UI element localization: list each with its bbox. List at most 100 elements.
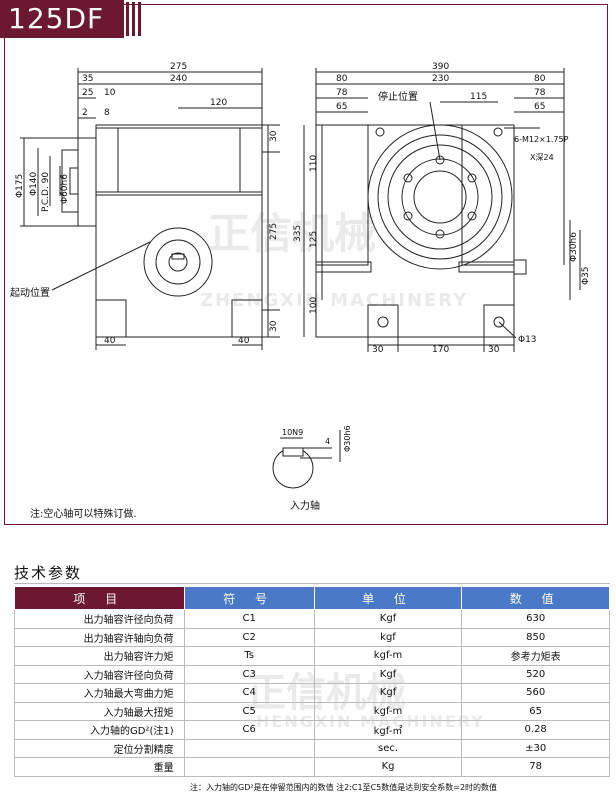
cell-unit: Kgf	[313, 683, 463, 703]
dim-30-top-right: 30	[269, 130, 279, 142]
cell-item: 入力轴的GD²(注1)	[14, 720, 185, 740]
dim-275-top: 275	[170, 62, 187, 72]
dim-8: 8	[104, 108, 110, 118]
dim-30-bottom-right: 30	[488, 345, 500, 355]
header-value: 数 值	[461, 586, 610, 610]
cell-value: 630	[461, 609, 610, 629]
dim-40-right: 40	[238, 336, 250, 346]
dim-65-left: 65	[336, 102, 347, 112]
model-title: 125DF	[0, 0, 124, 38]
start-position-label: 起动位置	[10, 286, 50, 299]
cell-item: 出力轴容许径向负荷	[14, 609, 185, 629]
dim-phi175: Φ175	[15, 174, 25, 198]
shaft-diameter: Φ30h6	[343, 425, 352, 452]
dim-phi35: Φ35	[581, 266, 591, 285]
cell-unit: kgf-㎡	[313, 720, 463, 740]
header-symbol: 符 号	[183, 586, 315, 610]
cell-symbol: C3	[183, 664, 315, 684]
cell-unit: Kgf	[313, 664, 463, 684]
cell-unit: kgf	[313, 627, 463, 647]
shaft-depth: 4	[325, 437, 330, 446]
dim-2: 2	[82, 108, 88, 118]
dim-390: 390	[432, 62, 449, 72]
shaft-caption: 入力轴	[290, 501, 320, 512]
thread-note-1: 6-M12×1.75P	[514, 135, 569, 144]
thread-note-2: X深24	[530, 153, 554, 162]
dim-110: 110	[309, 155, 319, 172]
cell-item: 定位分割精度	[14, 738, 185, 758]
dim-35: 35	[82, 74, 93, 84]
dim-240: 240	[170, 74, 187, 84]
cell-value: ±30	[461, 738, 610, 758]
specs-divider	[14, 583, 610, 584]
shaft-keyway: 10N9	[282, 428, 303, 437]
dim-78-left: 78	[336, 88, 348, 98]
watermark-cn: 正信机械	[208, 209, 377, 258]
header-unit: 单 位	[313, 586, 463, 610]
cell-item: 出力轴容许轴向负荷	[14, 627, 185, 647]
cell-value: 参考力矩表	[461, 646, 610, 666]
cell-value: 560	[461, 683, 610, 703]
dim-80-left: 80	[336, 74, 348, 84]
cell-unit: kgf-m	[313, 646, 463, 666]
stop-position-label: 停止位置	[378, 90, 418, 103]
dim-275-right: 275	[269, 223, 279, 240]
cell-symbol: C2	[183, 627, 315, 647]
dim-10: 10	[104, 88, 116, 98]
drawing-frame	[4, 4, 608, 525]
cell-symbol: C6	[183, 720, 315, 740]
dim-125: 125	[309, 231, 319, 248]
dim-170: 170	[432, 345, 449, 355]
cell-symbol	[183, 757, 315, 777]
cell-symbol: Ts	[183, 646, 315, 666]
cell-unit: Kg	[313, 757, 463, 777]
cell-value: 65	[461, 701, 610, 721]
cell-item: 入力轴最大扭矩	[14, 701, 185, 721]
cell-symbol: C1	[183, 609, 315, 629]
dim-30-bottom-right: 30	[269, 320, 279, 332]
dim-phi13: Φ13	[518, 335, 537, 345]
cell-item: 出力轴容许力矩	[14, 646, 185, 666]
cell-symbol	[183, 738, 315, 758]
title-bars-decoration	[126, 2, 148, 36]
cell-unit: kgf-m	[313, 701, 463, 721]
cell-value: 0.28	[461, 720, 610, 740]
cell-symbol: C4	[183, 683, 315, 703]
watermark-en: ZHENGXIN MACHINERY	[200, 290, 469, 311]
dim-phi30h6: Φ30h6	[569, 232, 579, 262]
spec-header-row: 项 目 符 号 单 位 数 值	[14, 586, 610, 610]
dim-115: 115	[470, 92, 487, 102]
dim-120: 120	[210, 98, 227, 108]
dim-pcd90: P.C.D. 90	[41, 172, 51, 212]
dim-230: 230	[432, 74, 449, 84]
technical-drawing: 275 35 240 25 10 120 2 8 Φ175 Φ140 P.C.D…	[10, 62, 591, 489]
dim-phi140: Φ140	[29, 171, 39, 196]
cell-value: 520	[461, 664, 610, 684]
spec-footnote: 注：入力轴的GD²是在停留范围内的数值 注2:C1至C5数值是达到安全系数=2时…	[190, 783, 498, 792]
hollow-shaft-note: 注:空心轴可以特殊订做.	[30, 509, 137, 520]
cell-unit: Kgf	[313, 609, 463, 629]
dim-78-right: 78	[534, 88, 546, 98]
dim-335: 335	[293, 225, 303, 242]
header-item: 项 目	[14, 586, 185, 610]
cell-item: 入力轴最大弯曲力矩	[14, 683, 185, 703]
dim-100: 100	[309, 297, 319, 314]
dim-phi60h6: Φ60h6	[60, 174, 70, 204]
dim-65-right: 65	[534, 102, 545, 112]
dim-30-bottom-left: 30	[372, 345, 384, 355]
cell-item: 重量	[14, 757, 185, 777]
cell-value: 78	[461, 757, 610, 777]
left-body-outline	[95, 124, 263, 338]
cell-symbol: C5	[183, 701, 315, 721]
cell-value: 850	[461, 627, 610, 647]
